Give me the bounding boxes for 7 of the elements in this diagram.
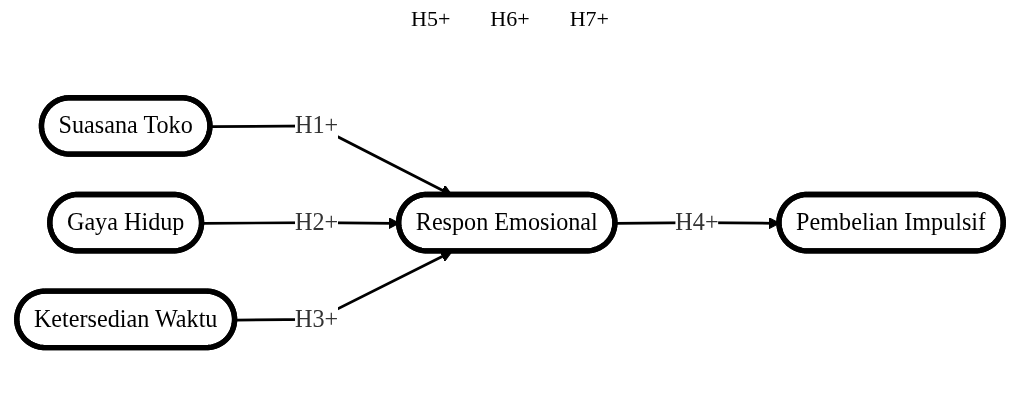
edge-label: H4+ <box>675 208 719 236</box>
edge-label: H2+ <box>295 208 339 236</box>
edge-label: H3+ <box>295 305 339 333</box>
hypothesis-label: H5+ <box>411 6 451 33</box>
hypothesis-label: H6+ <box>490 6 530 33</box>
hypothesis-label: H7+ <box>569 6 609 33</box>
edge-label: H1+ <box>295 112 339 140</box>
